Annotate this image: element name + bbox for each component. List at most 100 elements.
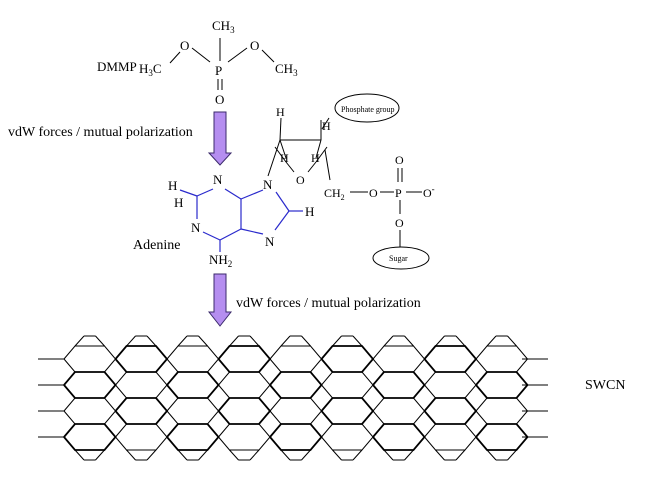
phosphate-p: P — [395, 186, 402, 200]
dmmp-h3c-left: H3C — [139, 61, 162, 78]
swcn-hexagon — [166, 423, 220, 451]
adenine-h1: H — [168, 178, 177, 193]
sugar-ring: H H H H O Phosphate group — [267, 93, 400, 187]
swcn-hexagon — [424, 371, 477, 399]
bond-b3 — [274, 210, 290, 231]
swcn-hexagon — [475, 345, 529, 373]
swcn-hexagon — [423, 397, 478, 425]
bond-s-htl — [279, 117, 282, 141]
dmmp-o-right: O — [250, 38, 259, 53]
swcn-hexagon — [475, 397, 529, 425]
swcn-hexagon — [114, 345, 169, 373]
ch2-label: CH2 — [324, 186, 345, 202]
swcn-hexagon — [217, 345, 272, 373]
swcn-hexagon — [115, 371, 168, 399]
bond-b2 — [275, 191, 290, 212]
adenine-n1: N — [213, 172, 223, 187]
swcn-hexagon — [218, 371, 271, 399]
swcn-hexagon — [166, 371, 220, 399]
swcn-cap-top — [404, 335, 414, 347]
dmmp-ch3-top: CH3 — [212, 18, 235, 35]
vdw-label-top: vdW forces / mutual polarization — [8, 125, 193, 140]
swcn-hexagon — [321, 371, 374, 399]
swcn-cap-top — [332, 335, 342, 347]
swcn-cap-top — [435, 335, 445, 347]
swcn-hexagon — [475, 371, 529, 399]
adenine-n4: N — [265, 234, 275, 249]
bond-s7 — [307, 161, 317, 173]
bond-b4 — [240, 228, 264, 235]
bond-a5 — [202, 231, 221, 241]
vdw-label-bottom: vdW forces / mutual polarization — [236, 296, 421, 311]
swcn-cap-bottom — [486, 449, 497, 461]
swcn-cap-top — [507, 335, 517, 347]
arrow-bottom — [207, 273, 233, 327]
swcn-cap-bottom — [95, 449, 105, 461]
adenine-n3: N — [191, 220, 201, 235]
dmmp-molecule: DMMP CH3 H3C O P O CH3 O — [97, 18, 298, 107]
swcn-cap-top — [74, 335, 85, 347]
phosphate-group-label: Phosphate group — [341, 105, 395, 114]
swcn-cap-bottom — [455, 449, 466, 461]
bond-b1 — [240, 189, 264, 200]
bond-c-o-left — [169, 51, 181, 64]
adenine-label: Adenine — [133, 238, 180, 253]
swcn-hexagon — [115, 423, 168, 451]
phosphate-o-top: O — [395, 153, 404, 167]
swcn-hexagon — [372, 397, 426, 425]
swcn-cap-top — [198, 335, 208, 347]
swcn-hexagon — [320, 397, 375, 425]
adenine-molecule: N N N N H H H NH2 Adenine — [133, 172, 314, 269]
swcn-cap-bottom — [126, 449, 136, 461]
swcn-hexagon — [269, 397, 323, 425]
swcn-cap-bottom — [74, 449, 85, 461]
swcn-cap-bottom — [177, 449, 188, 461]
swcn-hexagon — [423, 345, 478, 373]
bond-a1 — [196, 188, 214, 197]
phosphate-chain: CH2 O P O- O O Sugar — [324, 153, 435, 270]
bond-a2 — [224, 188, 242, 200]
sugar-h-mr: H — [311, 151, 320, 165]
swcn-hexagon — [372, 371, 426, 399]
phosphate-group-ellipse — [334, 93, 400, 123]
swcn-cap-bottom — [301, 449, 311, 461]
swcn-hexagon — [269, 345, 323, 373]
adenine-h2: H — [174, 195, 183, 210]
swcn-hexagon — [321, 423, 374, 451]
swcn-label: SWCN — [585, 378, 625, 393]
swcn-cap-bottom — [383, 449, 394, 461]
swcn-hexagon — [63, 423, 117, 451]
swcn-hexagon — [372, 345, 426, 373]
swcn-hexagon — [475, 423, 529, 451]
swcn-cap-bottom — [332, 449, 342, 461]
phosphate-o-left: O — [369, 186, 378, 200]
bond-h1 — [179, 189, 198, 197]
dmmp-label: DMMP — [97, 59, 137, 74]
swcn-cap-bottom — [249, 449, 260, 461]
swcn-cap-bottom — [507, 449, 517, 461]
swcn-cap-bottom — [280, 449, 291, 461]
swcn-hexagon — [63, 397, 117, 425]
swcn-hexagon — [320, 345, 375, 373]
swcn-hexagon — [166, 345, 220, 373]
sugar-label: Sugar — [389, 254, 408, 263]
swcn-cap-top — [455, 335, 466, 347]
phosphate-o-bottom: O — [395, 216, 404, 230]
swcn-cap-top — [229, 335, 239, 347]
dmmp-p: P — [215, 63, 222, 78]
adenine-n2: N — [263, 177, 273, 192]
swcn-cap-bottom — [198, 449, 208, 461]
swcn-cap-bottom — [146, 449, 157, 461]
bond-o-p-left — [191, 47, 211, 63]
swcn-cap-bottom — [404, 449, 414, 461]
bond-s5 — [315, 146, 328, 163]
swcn-cap-top — [280, 335, 291, 347]
swcn-lattice — [38, 335, 548, 461]
swcn-cap-top — [95, 335, 105, 347]
swcn-cap-bottom — [352, 449, 363, 461]
swcn-hexagon — [63, 371, 117, 399]
swcn-hexagon — [217, 397, 272, 425]
adenine-h3: H — [305, 204, 314, 219]
swcn-cap-top — [146, 335, 157, 347]
swcn-hexagon — [114, 397, 169, 425]
